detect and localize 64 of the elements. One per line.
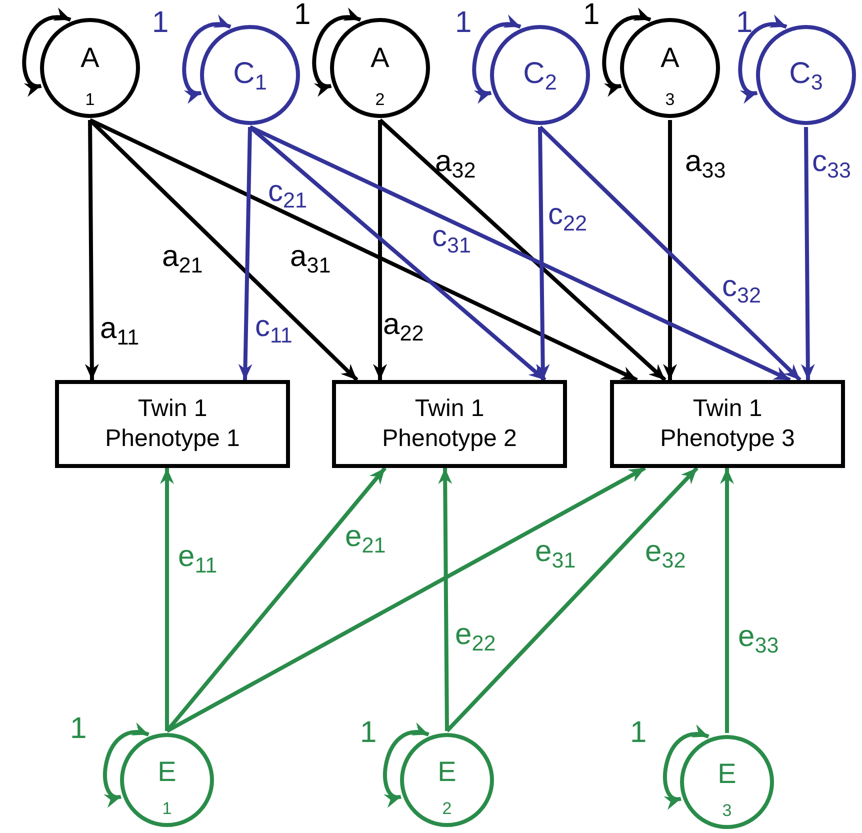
path-coefficient-label: a$_{32}$ bbox=[435, 145, 476, 184]
path-arrow bbox=[88, 118, 358, 382]
path-arrow bbox=[536, 126, 550, 380]
node-label: Twin 1 Phenotype 1 bbox=[104, 394, 241, 454]
node-label: A bbox=[660, 42, 680, 74]
path-coefficient-label: e$_{21}$ bbox=[345, 520, 386, 560]
node-subscript: 3 bbox=[665, 90, 675, 110]
path-coefficient-label: e$_{32}$ bbox=[645, 535, 686, 574]
variance-label: 1 bbox=[294, 0, 311, 32]
path-arrow bbox=[248, 125, 546, 382]
variance-label: 1 bbox=[583, 0, 600, 32]
path-arrow bbox=[373, 120, 387, 380]
path-arrow bbox=[249, 125, 791, 382]
node-subscript: 1 bbox=[85, 90, 95, 110]
path-coefficient-label: a$_{11}$ bbox=[100, 312, 140, 352]
path-coefficient-label: c$_{21}$ bbox=[268, 175, 308, 214]
path-arrow bbox=[538, 126, 802, 382]
node-label: C$_{1}$ bbox=[233, 57, 267, 96]
path-arrow bbox=[720, 468, 734, 733]
node-subscript: 3 bbox=[722, 801, 732, 821]
node-label: A bbox=[370, 42, 390, 74]
path-coefficient-label: c$_{32}$ bbox=[722, 270, 762, 310]
path-coefficient-label: a$_{21}$ bbox=[162, 240, 203, 280]
variance-label: 1 bbox=[70, 712, 87, 746]
node-label: Twin 1 Phenotype 2 bbox=[381, 394, 518, 454]
path-coefficient-label: e$_{22}$ bbox=[455, 618, 496, 658]
path-arrow bbox=[238, 126, 252, 380]
node-subscript: 1 bbox=[162, 799, 172, 819]
variance-label: 1 bbox=[455, 6, 472, 40]
observed-variable-box bbox=[55, 380, 290, 468]
path-arrow bbox=[89, 118, 638, 382]
node-subscript: 2 bbox=[375, 90, 385, 110]
path-arrow bbox=[160, 468, 174, 731]
path-arrow bbox=[84, 120, 99, 380]
node-label: Twin 1 Phenotype 3 bbox=[659, 394, 796, 454]
node-label: E bbox=[438, 756, 456, 788]
path-coefficient-label: a$_{31}$ bbox=[290, 240, 331, 280]
node-label: A bbox=[80, 42, 100, 74]
path-coefficient-label: e$_{11}$ bbox=[178, 540, 218, 580]
path-coefficient-label: c$_{31}$ bbox=[432, 220, 472, 260]
path-arrow bbox=[165, 466, 387, 732]
path-coefficient-label: a$_{33}$ bbox=[685, 145, 726, 184]
path-arrow bbox=[378, 118, 666, 382]
observed-variable-box bbox=[332, 380, 567, 468]
path-coefficient-label: c$_{33}$ bbox=[812, 145, 852, 184]
variance-label: 1 bbox=[630, 716, 647, 750]
path-coefficient-label: a$_{22}$ bbox=[383, 308, 424, 348]
path-arrow bbox=[438, 468, 452, 732]
variance-label: 1 bbox=[360, 716, 377, 750]
node-label: C$_{2}$ bbox=[523, 57, 557, 96]
node-label: C$_{3}$ bbox=[789, 57, 823, 96]
variance-label: 1 bbox=[152, 6, 169, 40]
observed-variable-box bbox=[610, 380, 845, 468]
path-arrow bbox=[166, 466, 646, 733]
path-arrow bbox=[446, 466, 698, 732]
path-coefficient-label: c$_{22}$ bbox=[548, 198, 588, 238]
node-label: E bbox=[718, 758, 736, 790]
node-label: E bbox=[158, 756, 176, 788]
path-coefficient-label: e$_{33}$ bbox=[738, 620, 779, 660]
path-arrow bbox=[663, 120, 677, 380]
node-subscript: 2 bbox=[442, 799, 452, 819]
path-coefficient-label: e$_{31}$ bbox=[535, 535, 576, 574]
path-coefficient-label: c$_{11}$ bbox=[255, 310, 292, 350]
path-arrow bbox=[800, 126, 815, 380]
